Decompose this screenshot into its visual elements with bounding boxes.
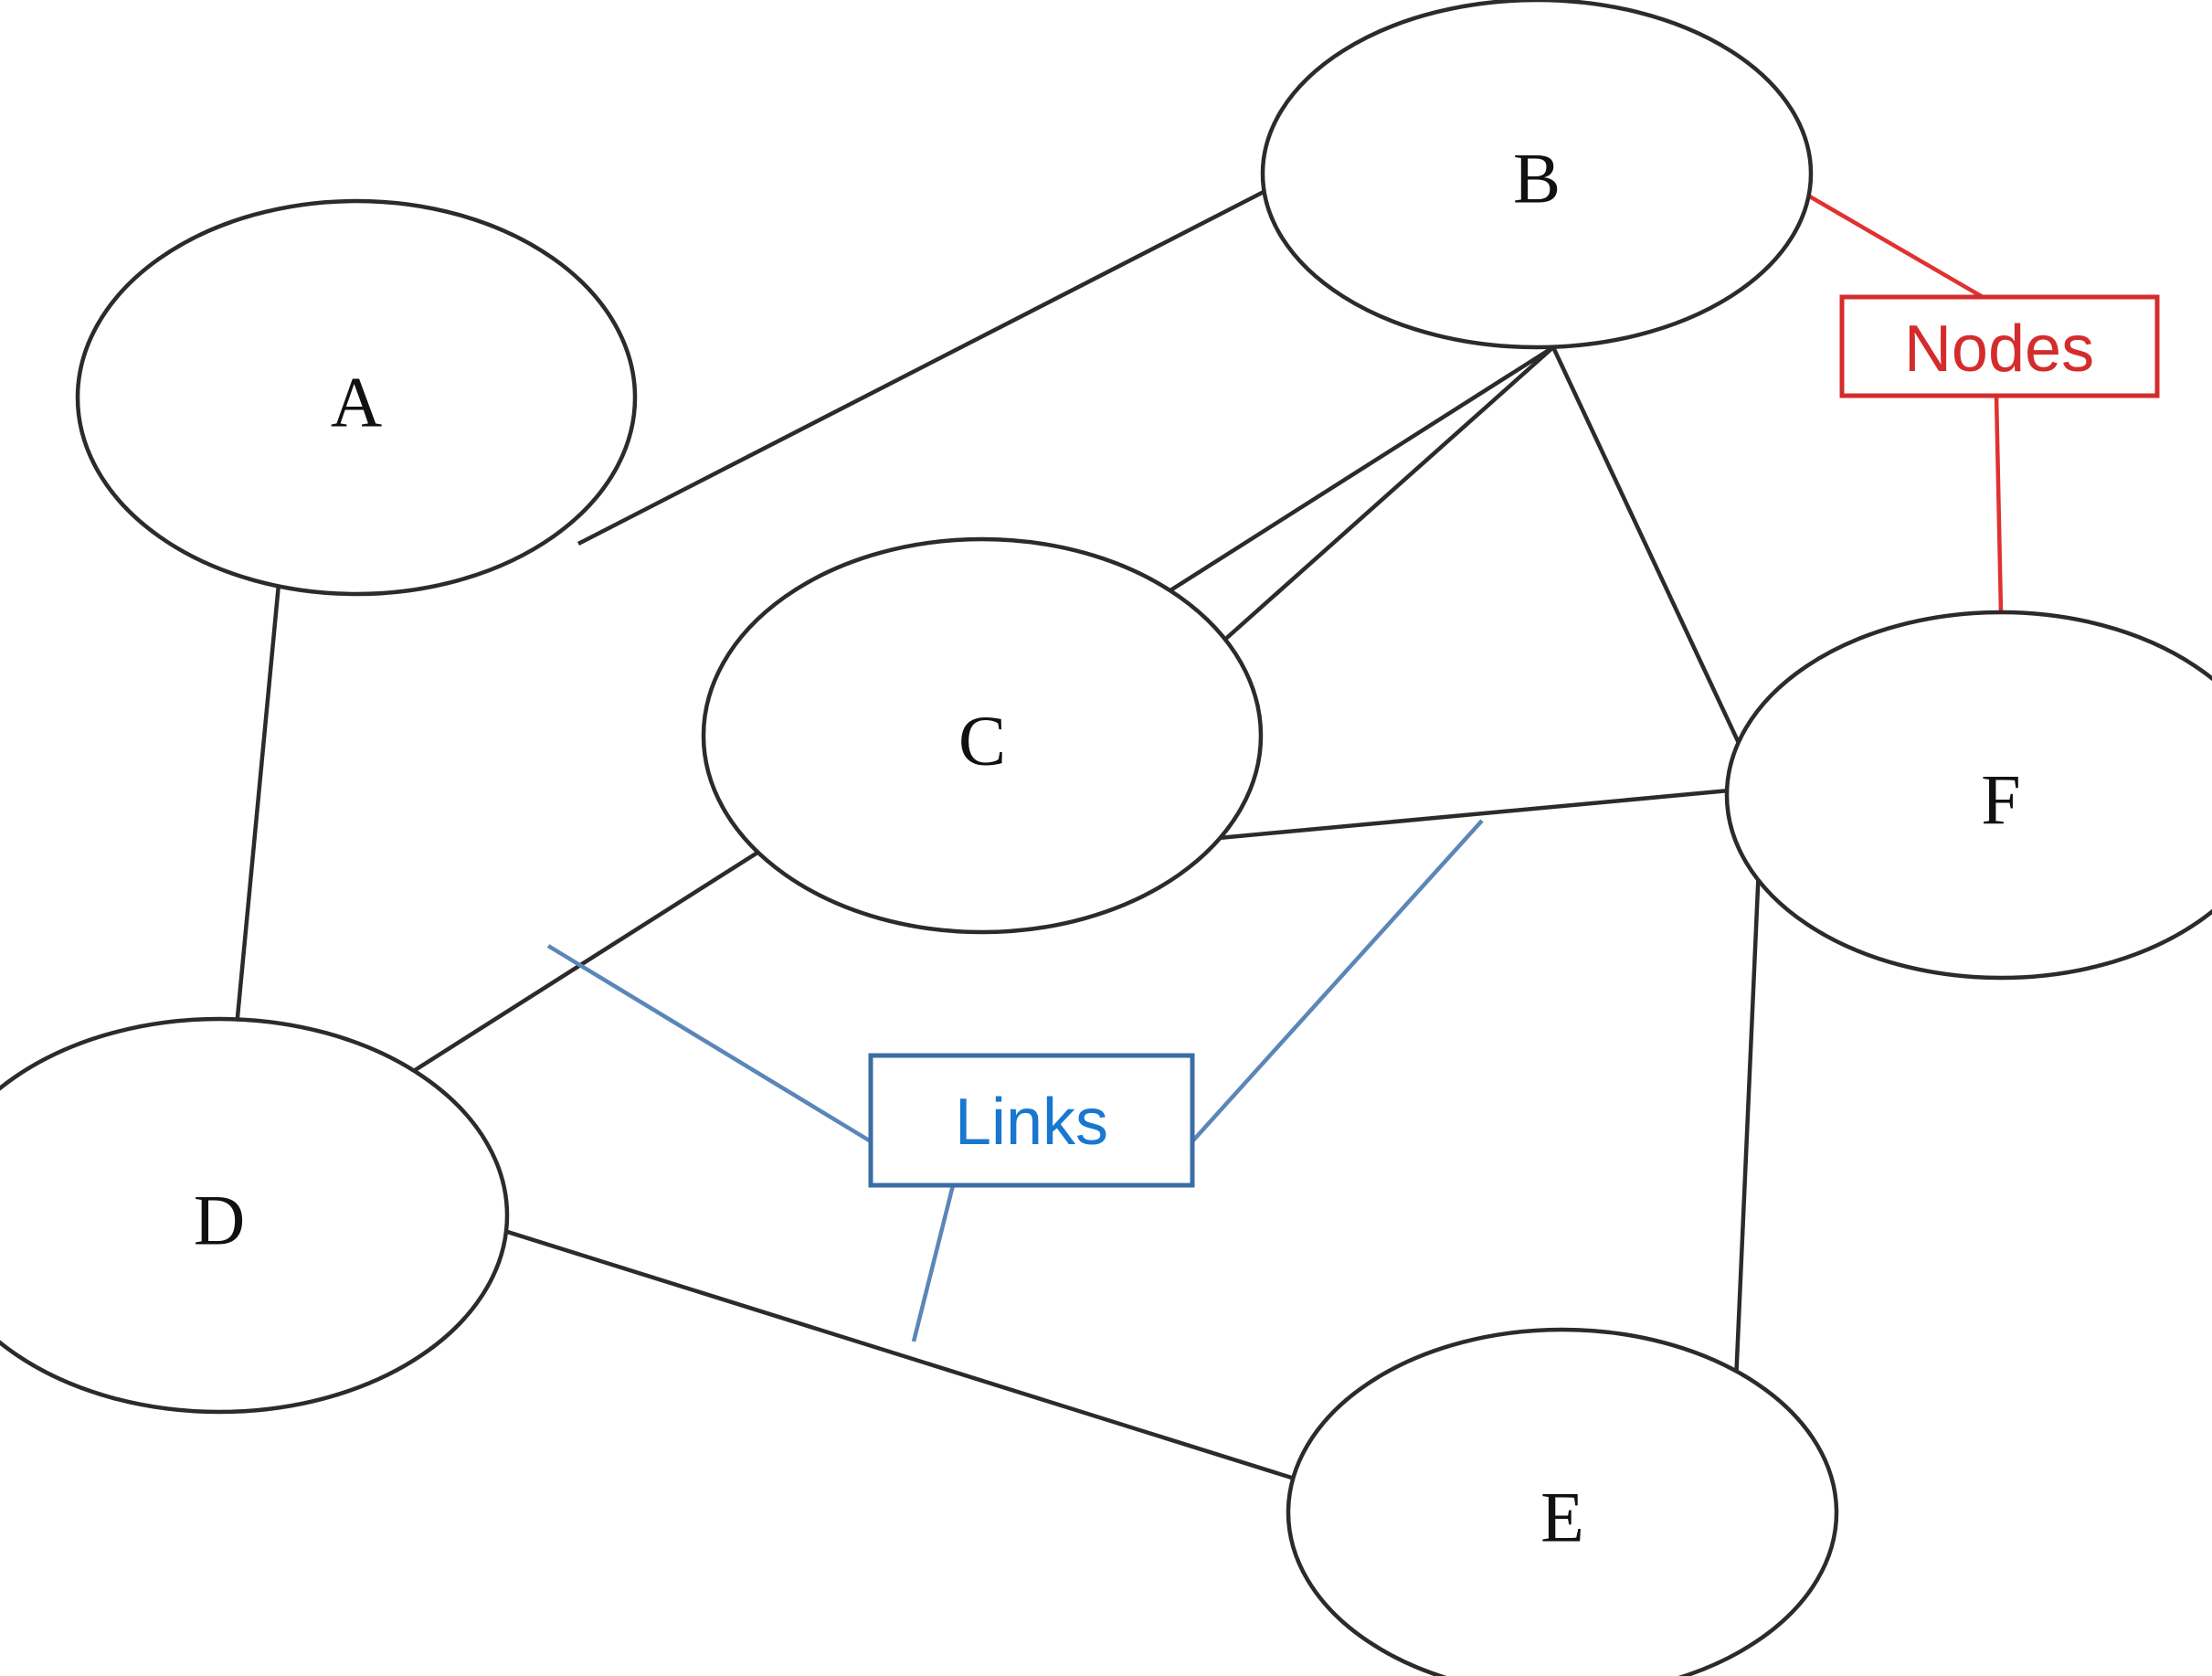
node-d-label: D bbox=[194, 1181, 245, 1260]
links-leader-group bbox=[546, 819, 1484, 1342]
node-d[interactable]: D bbox=[0, 1016, 510, 1415]
node-b[interactable]: B bbox=[1260, 0, 1814, 350]
node-a-label: A bbox=[331, 363, 382, 442]
edge-e-f bbox=[1733, 803, 1764, 1383]
node-c-label: C bbox=[958, 701, 1006, 780]
nodes-callout-label: Nodes bbox=[1904, 313, 2094, 386]
edge-c-f bbox=[1139, 785, 1760, 848]
node-f-ellipse[interactable] bbox=[1724, 610, 2212, 981]
edge-a-b bbox=[577, 173, 1297, 546]
nodes-callout[interactable]: Nodes bbox=[1839, 294, 2160, 398]
links-callout-label: Links bbox=[955, 1086, 1108, 1159]
node-c-ellipse[interactable] bbox=[701, 536, 1264, 935]
links-callout-box[interactable] bbox=[868, 1053, 1195, 1188]
edge-a-d bbox=[231, 564, 283, 1056]
node-d-ellipse[interactable] bbox=[0, 1016, 510, 1415]
node-f-label: F bbox=[1981, 760, 2020, 840]
links-callout[interactable]: Links bbox=[868, 1053, 1195, 1188]
links-leader-upper-left bbox=[546, 944, 873, 1143]
node-a-ellipse[interactable] bbox=[75, 198, 638, 597]
edge-d-e bbox=[454, 1213, 1330, 1492]
node-c[interactable]: C bbox=[701, 536, 1264, 935]
node-e-ellipse[interactable] bbox=[1286, 1327, 1839, 1676]
nodes-leader-to-f bbox=[1994, 395, 2004, 613]
node-f[interactable]: F bbox=[1724, 610, 2212, 981]
node-a[interactable]: A bbox=[75, 198, 638, 597]
links-leader-bottom bbox=[911, 1184, 956, 1342]
links-leader-upper-right bbox=[1191, 819, 1484, 1143]
node-e[interactable]: E bbox=[1286, 1327, 1839, 1676]
edge-b-f bbox=[1551, 346, 1762, 787]
node-e-label: E bbox=[1540, 1478, 1584, 1557]
node-b-label: B bbox=[1513, 139, 1561, 218]
nodes-callout-box[interactable] bbox=[1839, 294, 2160, 398]
node-b-ellipse[interactable] bbox=[1260, 0, 1814, 350]
edge-b-c bbox=[1202, 345, 1555, 660]
